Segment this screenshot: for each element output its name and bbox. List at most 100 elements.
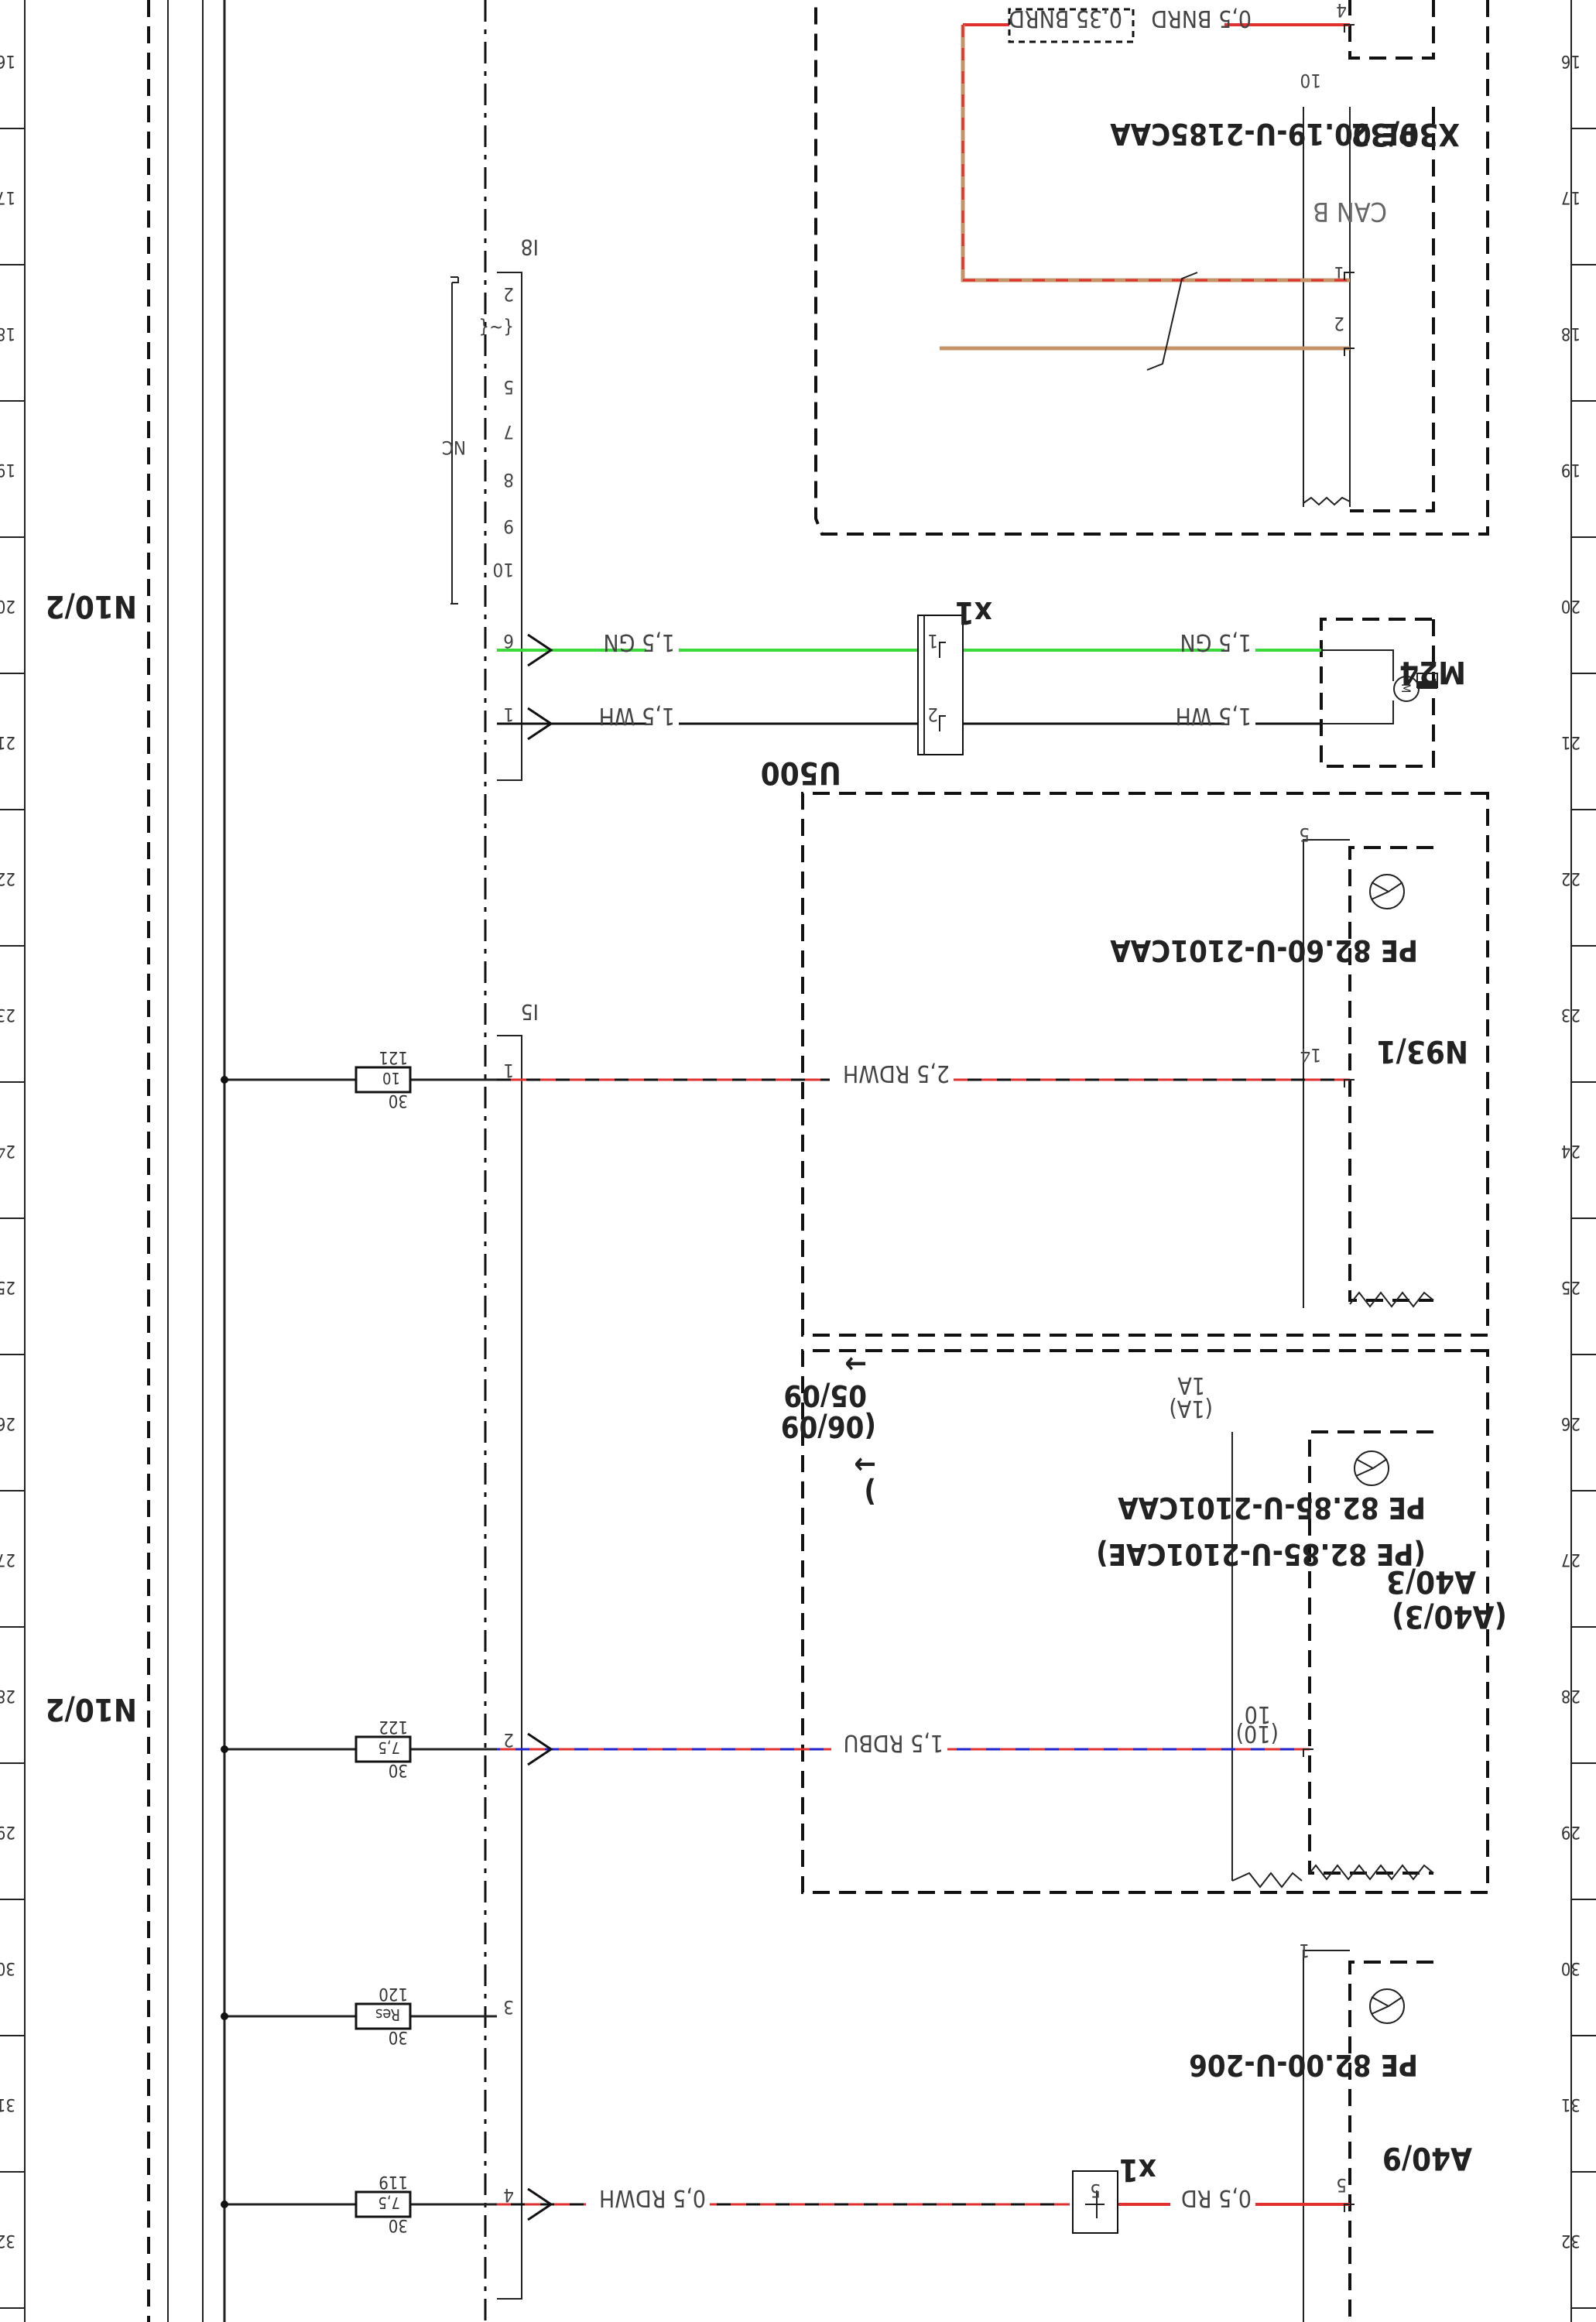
fuse-rating: 7,5	[378, 1738, 400, 1757]
fuse-rating: 7,5	[378, 2194, 400, 2212]
ruler-number: 25	[1561, 1277, 1581, 1296]
fuse-terminal: 30	[389, 1760, 408, 1779]
ruler-number: 20	[0, 596, 15, 615]
junction-dot	[221, 1745, 228, 1753]
ruler-number: 28	[1561, 1686, 1581, 1705]
svg-text:M: M	[1399, 683, 1413, 693]
n93-1-pin-14: 14	[1300, 1044, 1321, 1066]
wire-label-top-left: 0,5 BNRD	[1151, 5, 1252, 32]
fuse-body	[354, 2002, 412, 2030]
wire-label-a40-9-right: 0,5 RDWH	[599, 2184, 706, 2211]
ruler-number: 16	[1561, 51, 1581, 70]
x30-32-pe-ref: PE 00.19-U-2185CAA	[1110, 117, 1418, 151]
i8-pin-6: 6	[503, 630, 514, 652]
can-wire-brown	[961, 25, 1350, 283]
i5-pin-4: 4	[503, 2184, 514, 2206]
ruler-number: 24	[1561, 1141, 1581, 1160]
date-code-line1: 05/09	[783, 1378, 867, 1413]
arrow-i8-pin-6	[527, 633, 553, 667]
fuse-number: 121	[378, 1047, 408, 1067]
x30-32-bus-label: CAN B	[1313, 196, 1387, 227]
i5-pin-1: 1	[503, 1060, 514, 1081]
ruler-number: 24	[0, 1141, 15, 1160]
ruler-number: 31	[0, 2094, 15, 2114]
wire-label-a40-3-power: 1,5 RDBU	[844, 1729, 944, 1756]
transistor-icon-a40-3	[1354, 1450, 1389, 1486]
module-a40-9	[1303, 1950, 1433, 2322]
fuse-terminal: 30	[389, 2027, 408, 2046]
ruler-number: 27	[1561, 1550, 1581, 1569]
ruler-number: 17	[1561, 187, 1581, 207]
a40-3-designation-alt: (A40/3)	[1392, 1598, 1507, 1634]
transistor-icon	[1369, 874, 1405, 909]
ruler-number: 27	[0, 1550, 15, 1569]
junction-dot	[221, 2012, 228, 2020]
ruler-number: 32	[1561, 2231, 1581, 2250]
a40-3-designation: A40/3	[1386, 1563, 1476, 1599]
arrow-i5-pin-4	[527, 2187, 553, 2221]
ruler-number: 17	[0, 187, 15, 207]
fuse-terminal: 30	[389, 1091, 408, 1110]
i8-pin-5: 5	[503, 376, 514, 398]
m24-designation: M24	[1399, 654, 1466, 690]
i8-label: I8	[521, 235, 539, 260]
x30-32-top-pin: 4	[1336, 0, 1347, 21]
ruler-number: 20	[1561, 596, 1581, 615]
ruler-number: 21	[0, 732, 15, 752]
ruler-number: 26	[1561, 1413, 1581, 1433]
fuse-body	[354, 2190, 412, 2218]
x1-pin-1: 1	[927, 630, 938, 652]
can-wire-red	[961, 25, 1350, 282]
ruler-number: 29	[1561, 1822, 1581, 1841]
a40-3-pe-ref: PE 82.85-U-2101CAA	[1118, 1491, 1426, 1525]
n93-1-pe-ref: PE 82.60-U-2101CAA	[1110, 933, 1418, 968]
ruler-number: 26	[0, 1413, 15, 1433]
arrow-i8-pin-1	[527, 707, 553, 741]
a40-9-pin-1: 1	[1299, 1940, 1310, 1961]
junction-dot	[221, 1076, 228, 1084]
ruler-number: 22	[0, 868, 15, 888]
ruler-number: 23	[0, 1005, 15, 1024]
x30-32-designation: X30/32	[1351, 116, 1460, 152]
wire-label-n93-power: 2,5 RDWH	[843, 1060, 950, 1087]
module-x30-32	[814, 0, 1489, 536]
ruler-number: 19	[0, 460, 15, 479]
x1-b-pin-5: 5	[1090, 2180, 1101, 2201]
a40-3-pin-1a: 1A	[1177, 1372, 1205, 1399]
a40-3-pe-ref-alt: (PE 82.85-U-2101CAE)	[1096, 1537, 1426, 1571]
wire-label-m24-wh-left: 1,5 WH	[1176, 702, 1252, 729]
can-twist-mark	[1146, 272, 1198, 371]
wire-label-a40-9-left: 0,5 RD	[1181, 2184, 1252, 2211]
ruler-number: 28	[0, 1686, 15, 1705]
ruler-number: 30	[0, 1958, 15, 1978]
ruler-number: 16	[0, 51, 15, 70]
ruler-number: 22	[1561, 868, 1581, 888]
date-code-close: )	[864, 1475, 876, 1509]
a40-9-designation: A40/9	[1382, 2140, 1472, 2176]
connector-x1-b	[1072, 2170, 1118, 2234]
i8-nc-label: NC	[442, 437, 466, 458]
fusebox-label-2: N10/2	[46, 1691, 137, 1727]
n93-1-designation: N93/1	[1377, 1033, 1468, 1069]
busbar-junctions	[221, 1076, 228, 2208]
fuse-terminal: 30	[389, 2215, 408, 2235]
a40-3-pin-10: 10	[1245, 1700, 1271, 1728]
module-u500	[801, 792, 1489, 1337]
a40-9-pe-ref: PE 82.00-U-206	[1189, 2048, 1418, 2082]
fuse-number: 122	[378, 1717, 408, 1736]
fuse-body	[354, 1735, 412, 1763]
a40-9-pin-5: 5	[1336, 2174, 1347, 2196]
fuse-number: 119	[378, 2172, 408, 2191]
fusebox-label-1: N10/2	[46, 588, 137, 624]
wire-label-m24-gn-left: 1,5 GN	[1180, 628, 1252, 656]
x1-pin-2: 2	[927, 704, 938, 725]
x30-32-ground-pin: 10	[1300, 70, 1321, 91]
i8-pin-7: 7	[503, 421, 514, 443]
ruler-number: 18	[1561, 324, 1581, 343]
ruler-number: 23	[1561, 1005, 1581, 1024]
i8-pin-2: 2	[503, 283, 514, 305]
u500-label: U500	[761, 755, 841, 790]
connector-x1	[917, 615, 964, 755]
